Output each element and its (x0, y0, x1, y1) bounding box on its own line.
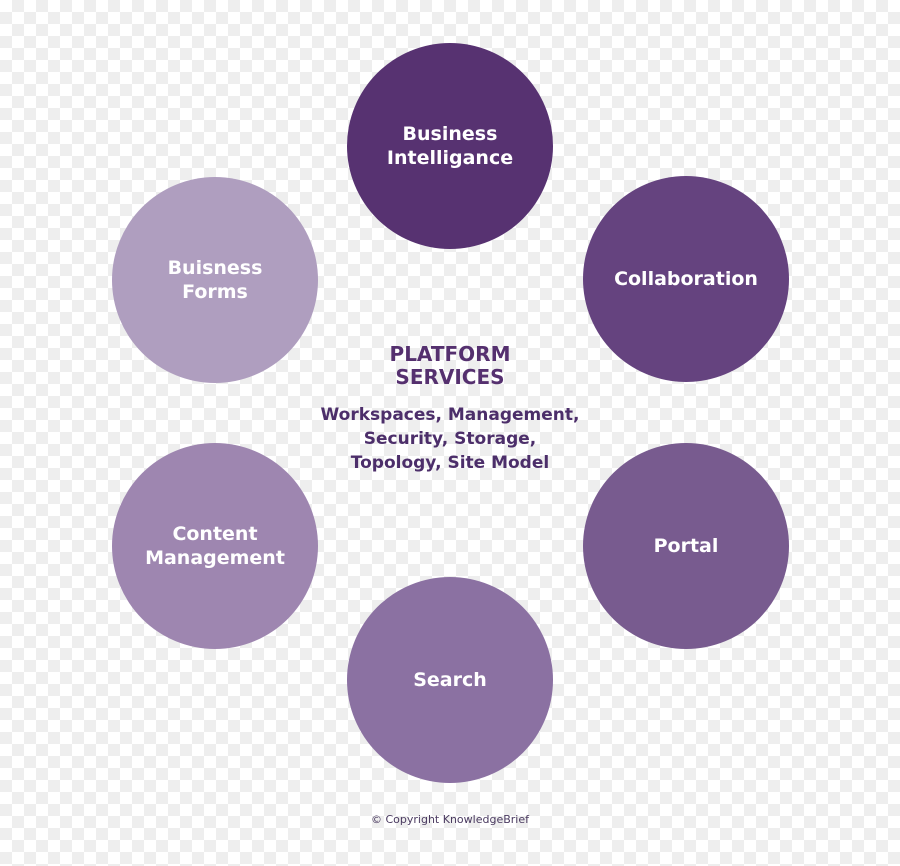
node-business-forms-label: Buisness Forms (167, 257, 263, 303)
center-title: PLATFORM SERVICES (389, 342, 511, 389)
node-content-management: Content Management (112, 443, 318, 649)
center-subtitle: Workspaces, Management, Security, Storag… (320, 405, 580, 473)
copyright-text: © Copyright KnowledgeBrief (371, 813, 529, 826)
node-business-forms: Buisness Forms (112, 177, 318, 383)
node-search-label: Search (413, 669, 487, 691)
node-portal-label: Portal (653, 535, 719, 557)
center-block: PLATFORM SERVICES Workspaces, Management… (290, 343, 610, 475)
node-business-intelligence-label: Business Intelligance (386, 123, 514, 169)
node-search: Search (347, 577, 553, 783)
node-content-management-label: Content Management (145, 523, 285, 569)
node-business-intelligence: Business Intelligance (347, 43, 553, 249)
node-portal: Portal (583, 443, 789, 649)
node-collaboration: Collaboration (583, 176, 789, 382)
node-collaboration-label: Collaboration (614, 268, 758, 290)
